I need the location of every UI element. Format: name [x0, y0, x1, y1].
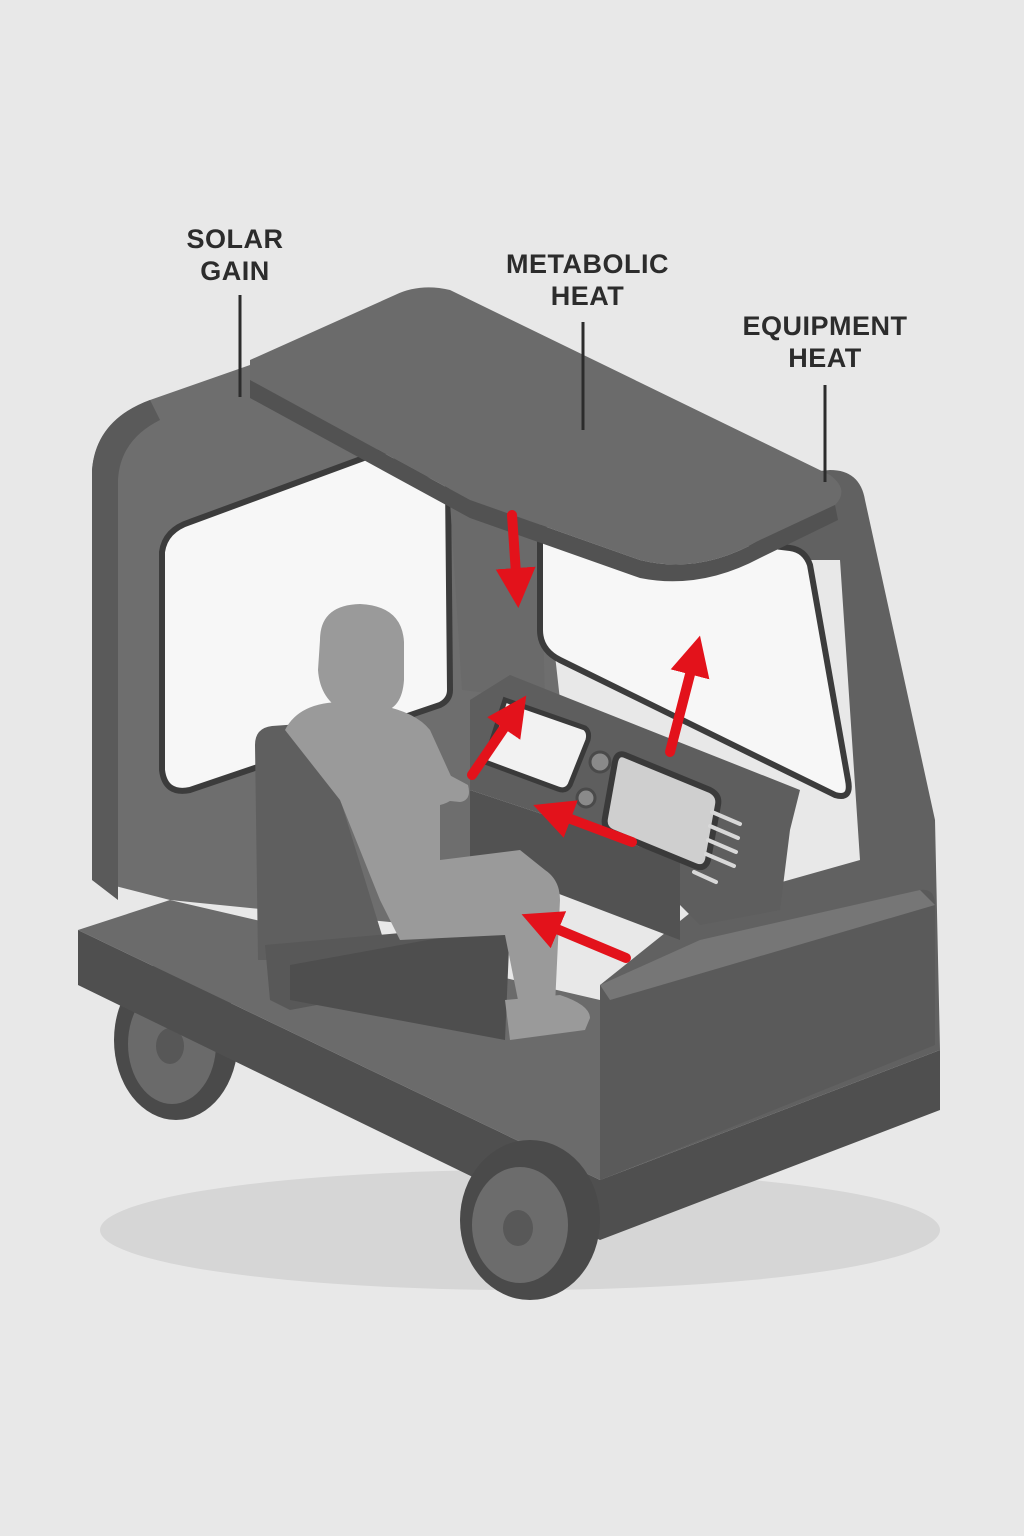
roof-edge [250, 380, 838, 582]
label-solar-gain: SOLAR GAIN [160, 223, 310, 287]
chassis-side [78, 930, 940, 1240]
leader-lines [238, 295, 827, 482]
label-equipment-line1: EQUIPMENT [742, 311, 908, 341]
label-metabolic-line2: HEAT [550, 281, 625, 311]
knob-icon [588, 750, 612, 774]
heat-arrow-roof [495, 510, 536, 608]
heat-arrow-window [665, 635, 710, 757]
label-solar-line2: GAIN [200, 256, 270, 286]
roof [250, 287, 842, 565]
cab-rear-pillar [92, 400, 160, 900]
label-solar-line1: SOLAR [186, 224, 284, 254]
label-metabolic-line1: METABOLIC [506, 249, 669, 279]
front-block-top [600, 890, 935, 1000]
label-equipment-heat: EQUIPMENT HEAT [720, 310, 930, 374]
console-front [470, 790, 680, 940]
label-equipment-line2: HEAT [788, 343, 862, 373]
heat-arrow-console [533, 800, 637, 847]
seat [255, 724, 510, 1040]
knob-icon [575, 787, 597, 809]
heat-arrow-footwell [521, 911, 631, 963]
front-wheel [460, 1140, 600, 1300]
heat-arrow-screen [467, 695, 527, 780]
driver-figure [285, 604, 590, 1040]
heat-arrows [467, 510, 710, 963]
vent-slots [692, 810, 742, 884]
label-metabolic-heat: METABOLIC HEAT [480, 248, 695, 312]
